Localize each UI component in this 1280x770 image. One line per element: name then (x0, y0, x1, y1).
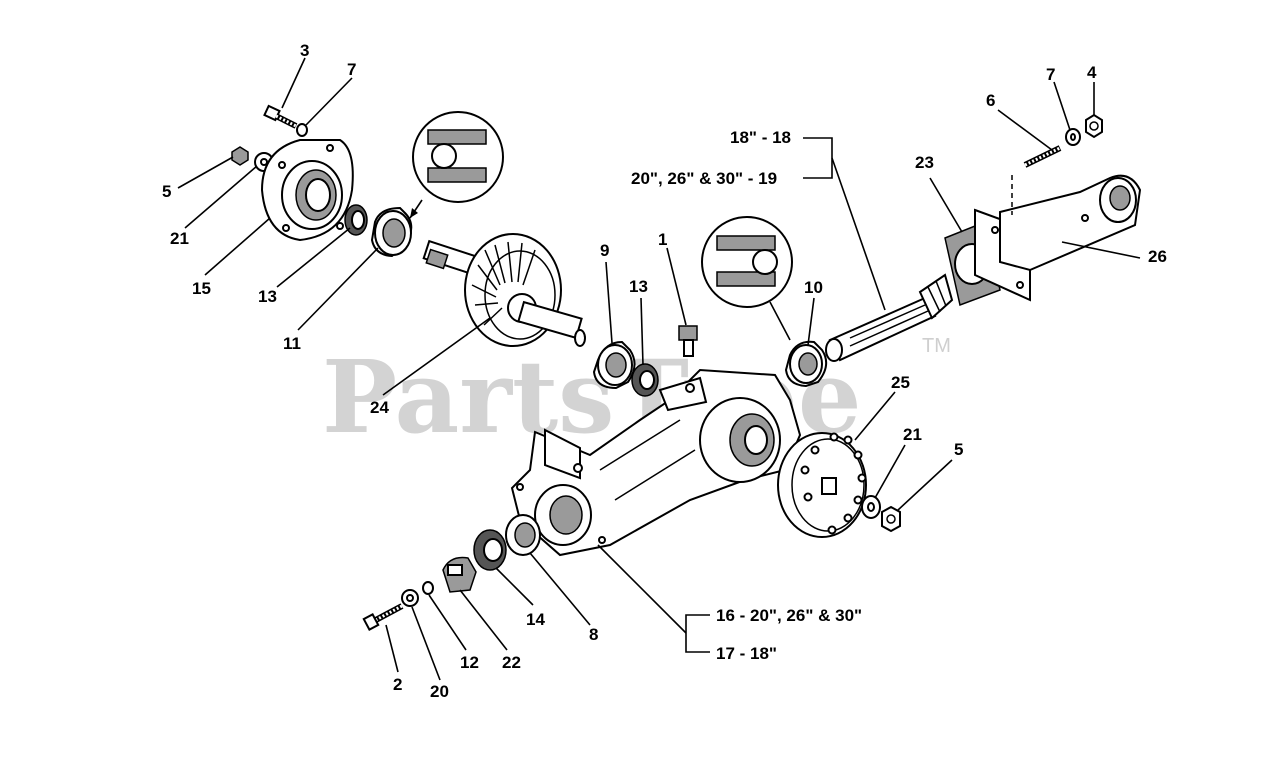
note-housing-18: 17 - 18" (716, 644, 777, 663)
seal-13-middle-drawing (631, 363, 659, 397)
bearing-detail-bubble-right (701, 216, 793, 341)
note-shaft-18: 18" - 18 (730, 128, 791, 147)
callout-22: 22 (502, 653, 521, 672)
callout-10: 10 (804, 278, 823, 297)
callout-2: 2 (393, 675, 402, 694)
bolt-6-drawing (1023, 145, 1062, 168)
callout-24: 24 (370, 398, 389, 417)
bearing-11-drawing (370, 206, 413, 258)
note-housing-other: 16 - 20", 26" & 30" (716, 606, 862, 625)
callout-8: 8 (589, 625, 598, 644)
hub-25-drawing (777, 432, 867, 538)
callout-3: 3 (300, 41, 309, 60)
bearing-8-drawing (505, 514, 541, 556)
callout-13-middle: 13 (629, 277, 648, 296)
nut-5-left-drawing (231, 146, 249, 166)
callout-26: 26 (1148, 247, 1167, 266)
callout-11: 11 (283, 334, 301, 353)
washer-12-drawing (422, 581, 434, 595)
washer-21-right-drawing (861, 495, 881, 519)
washer-7-right-drawing (1065, 128, 1081, 146)
seal-13-left-drawing (344, 204, 368, 236)
callout-20: 20 (430, 682, 449, 701)
leader-lines (177, 57, 1141, 681)
washer-7-left-drawing (296, 123, 308, 137)
callout-5-left: 5 (162, 182, 171, 201)
callout-12: 12 (460, 653, 479, 672)
bearing-10-drawing (784, 340, 828, 388)
seal-14-drawing (473, 529, 507, 571)
bracket-26-drawing (974, 174, 1142, 302)
pinion-shaft-drawing (825, 273, 954, 362)
coupler-22-drawing (442, 556, 477, 593)
watermark-trademark: TM (922, 335, 951, 357)
nut-4-drawing (1085, 113, 1103, 139)
bolt-3-drawing (263, 104, 298, 129)
bearing-9-drawing (592, 340, 636, 390)
callout-14: 14 (526, 610, 545, 629)
callout-9: 9 (600, 241, 609, 260)
callout-13-left: 13 (258, 287, 277, 306)
callout-7-left: 7 (347, 60, 356, 79)
callout-7-right: 7 (1046, 65, 1055, 84)
callout-1: 1 (658, 230, 667, 249)
plug-1-drawing (678, 325, 698, 357)
bevel-gear-24-drawing (422, 233, 586, 347)
flange-15-drawing (260, 139, 354, 242)
callout-21-right: 21 (903, 425, 922, 444)
callout-23: 23 (915, 153, 934, 172)
callout-4: 4 (1087, 63, 1097, 82)
gear-housing-drawing (510, 368, 802, 557)
bolt-2-drawing (362, 603, 404, 631)
nut-5-right-drawing (881, 505, 901, 533)
note-shaft-other: 20", 26" & 30" - 19 (631, 169, 777, 188)
callout-25: 25 (891, 373, 910, 392)
callout-21-left: 21 (170, 229, 189, 248)
callout-15: 15 (192, 279, 211, 298)
bearing-detail-bubble-left (409, 111, 504, 219)
washer-20-drawing (401, 589, 419, 607)
callout-6: 6 (986, 91, 995, 110)
callout-5-right: 5 (954, 440, 963, 459)
